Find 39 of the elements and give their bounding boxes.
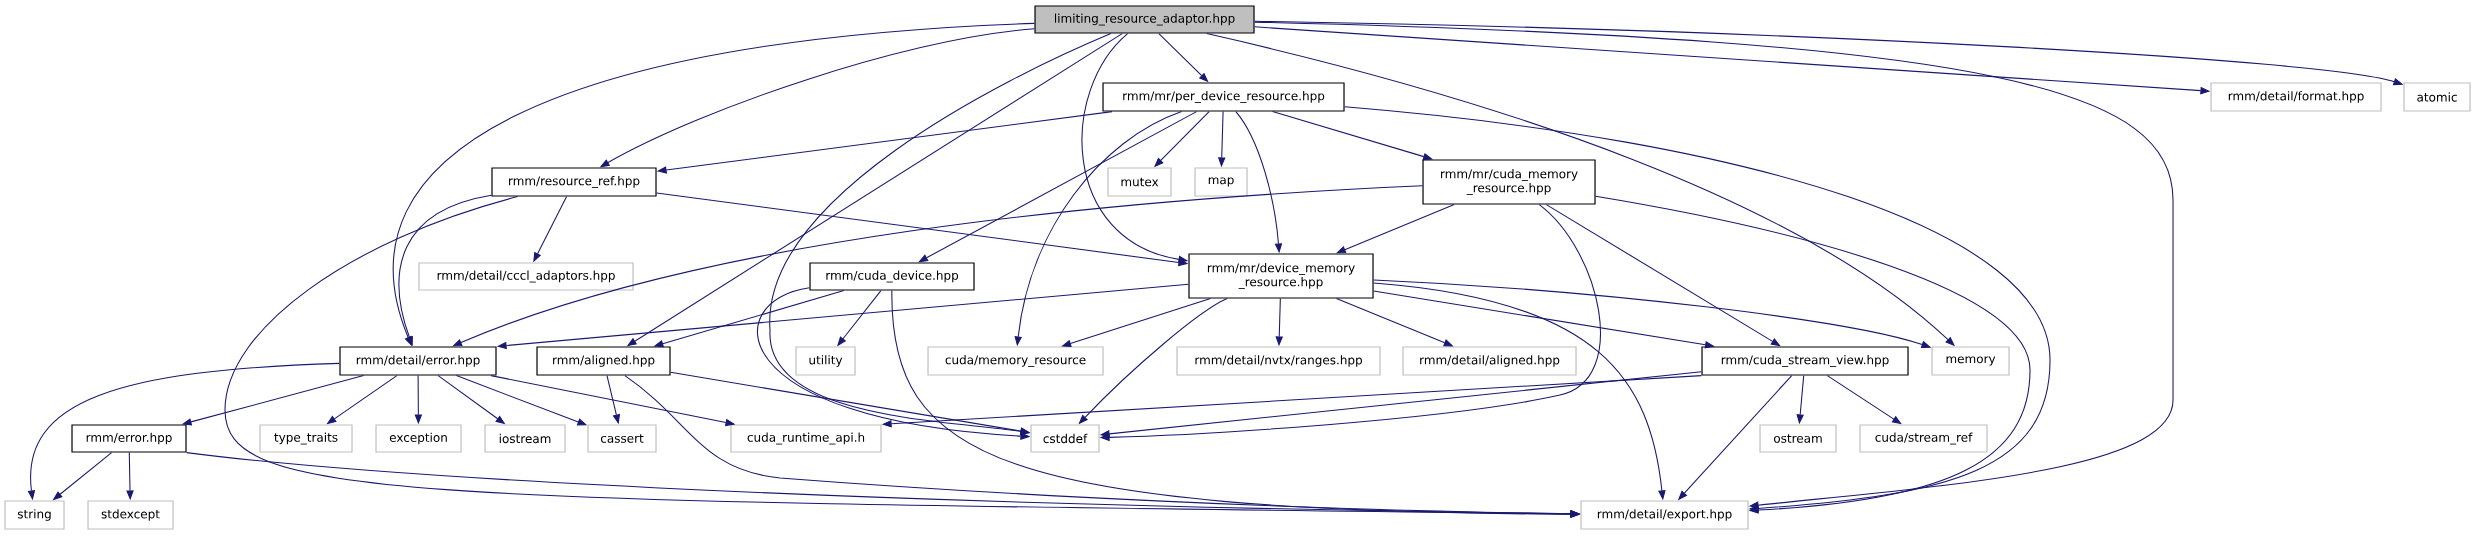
file-box: cuda_runtime_api.h bbox=[730, 424, 882, 453]
file-box: rmm/resource_ref.hpp bbox=[491, 167, 657, 197]
file-box: atomic bbox=[2403, 82, 2471, 112]
arrow bbox=[1595, 195, 2031, 514]
file-box: memory bbox=[1931, 346, 2010, 376]
file-box: stdexcept bbox=[87, 500, 174, 530]
file-box: string bbox=[4, 500, 65, 530]
file-box: utility bbox=[795, 346, 856, 376]
file-box: rmm/detail/aligned.hpp bbox=[1402, 346, 1577, 376]
file-box: map bbox=[1194, 167, 1248, 197]
file-box: cuda/stream_ref bbox=[1859, 424, 1988, 453]
file-box: rmm/detail/export.hpp bbox=[1580, 500, 1749, 530]
file-box: iostream bbox=[484, 424, 566, 453]
arrow bbox=[1545, 204, 1781, 347]
file-box: cuda/memory_resource bbox=[927, 346, 1104, 376]
arrow bbox=[452, 185, 1423, 347]
file-box: rmm/detail/format.hpp bbox=[2210, 82, 2382, 112]
arrow bbox=[1826, 375, 1902, 425]
file-box: rmm/mr/device_memory _resource.hpp bbox=[1188, 253, 1374, 299]
file-box: ostream bbox=[1759, 424, 1837, 453]
arrow bbox=[1373, 290, 1715, 349]
file-box: limiting_resource_adaptor.hpp bbox=[1034, 5, 1255, 34]
file-box: rmm/cuda_device.hpp bbox=[809, 262, 975, 291]
file-box: cstddef bbox=[1030, 424, 1100, 453]
file-box: rmm/aligned.hpp bbox=[536, 346, 671, 376]
file-box: rmm/detail/nvtx/ranges.hpp bbox=[1176, 346, 1381, 376]
arrow bbox=[1344, 106, 2051, 513]
file-box: mutex bbox=[1107, 167, 1172, 197]
file-box: rmm/cuda_stream_view.hpp bbox=[1701, 346, 1909, 376]
file-box: exception bbox=[375, 424, 462, 453]
arrow bbox=[1254, 21, 2174, 509]
arrow bbox=[918, 111, 1198, 263]
file-box: rmm/mr/cuda_memory _resource.hpp bbox=[1422, 159, 1596, 205]
file-box: rmm/detail/cccl_adaptors.hpp bbox=[418, 262, 634, 291]
file-box: rmm/error.hpp bbox=[71, 424, 187, 453]
file-box: rmm/mr/per_device_resource.hpp bbox=[1102, 82, 1345, 112]
file-box: type_traits bbox=[259, 424, 353, 453]
file-box: cassert bbox=[587, 424, 657, 453]
file-box: rmm/detail/error.hpp bbox=[339, 346, 497, 376]
